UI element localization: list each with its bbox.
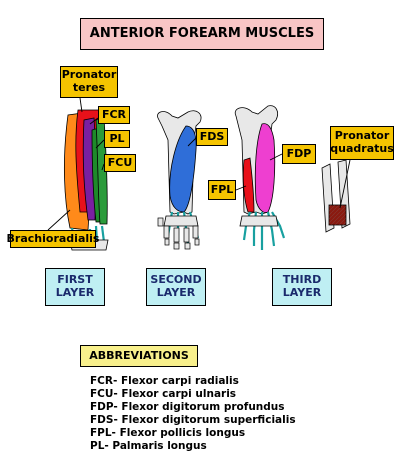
first-layer-box: FIRST LAYER <box>45 268 105 306</box>
third-layer-box: THIRD LAYER <box>272 268 332 306</box>
page-title: ANTERIOR FOREARM MUSCLES <box>80 18 324 50</box>
abbreviations-list: FCR- Flexor carpi radialis FCU- Flexor c… <box>90 375 296 453</box>
abbreviation-item: PL- Palmaris longus <box>90 440 207 452</box>
abbreviations-heading: ABBREVIATIONS <box>80 345 198 367</box>
label-pronator-quadratus: Pronator quadratus <box>330 126 394 160</box>
abbreviation-item: FCU- Flexor carpi ulnaris <box>90 388 237 400</box>
third-layer-carpals <box>239 215 279 227</box>
third-layer-arm <box>234 105 286 250</box>
label-fcr: FCR <box>98 106 130 124</box>
second-layer-arm <box>157 110 202 250</box>
fpl-muscle <box>242 157 255 213</box>
label-fdp: FDP <box>282 144 316 164</box>
label-brachioradialis: Brachioradialis <box>7 230 99 248</box>
label-pl: PL <box>104 130 130 148</box>
abbreviation-item: FCR- Flexor carpi radialis <box>90 375 239 387</box>
fdp-muscle <box>254 123 276 213</box>
pronator-quadratus-arm <box>321 159 351 233</box>
second-layer-box: SECOND LAYER <box>146 268 206 306</box>
label-pronator-teres: Pronator teres <box>60 66 118 98</box>
abbreviation-item: FDS- Flexor digitorum superficialis <box>90 414 296 426</box>
leader-lines <box>47 97 351 231</box>
abbreviation-item: FPL- Flexor pollicis longus <box>90 427 246 439</box>
label-fcu: FCU <box>104 154 136 172</box>
second-layer-fingers <box>157 217 200 250</box>
abbreviation-item: FDP- Flexor digitorum profundus <box>90 401 285 413</box>
label-fds: FDS <box>196 128 228 146</box>
label-fpl: FPL <box>208 180 236 200</box>
second-layer-carpals <box>163 215 199 227</box>
first-layer-arm <box>64 109 109 251</box>
